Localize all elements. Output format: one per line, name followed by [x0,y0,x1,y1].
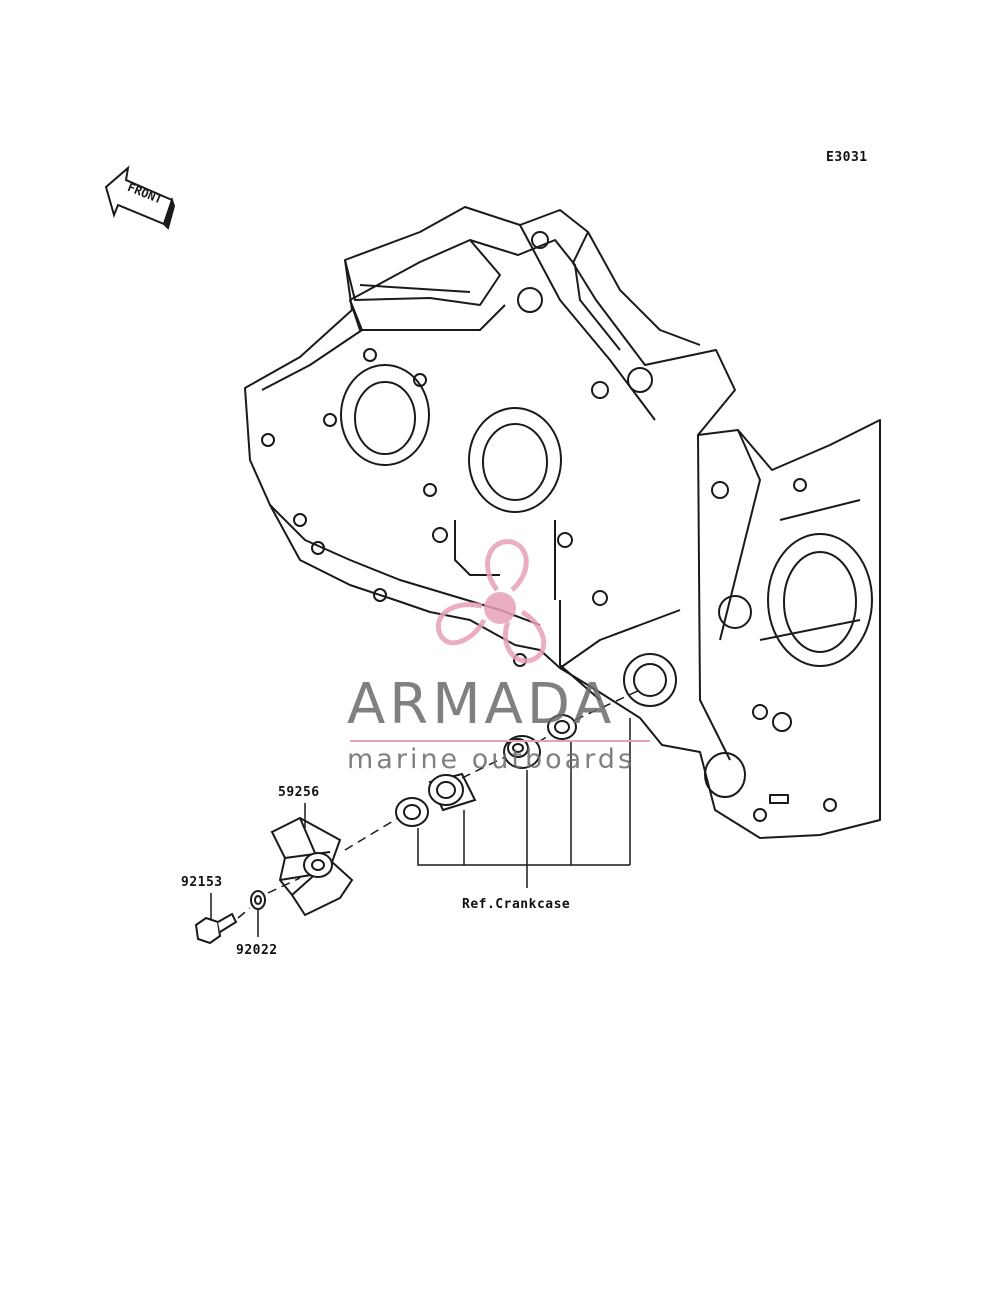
bolt-92153 [194,912,238,945]
watermark-title: ARMADA [347,672,616,737]
part-number-92153: 92153 [181,875,223,890]
front-arrow-icon: FRONT [104,165,176,230]
oil-seal [395,797,429,827]
impeller-59256 [270,816,354,917]
watermark-divider [350,740,650,742]
crankcase-illustration [244,206,881,839]
part-number-92022: 92022 [236,943,278,958]
mechanical-seal [428,772,477,812]
reference-crankcase-label: Ref.Crankcase [462,897,571,912]
diagram-code: E3031 [826,150,868,165]
armada-propeller-logo [435,539,547,664]
seal-large [547,714,577,740]
watermark-subtitle: marine outboards [347,744,636,775]
washer-92022 [250,890,266,910]
leader-lines [210,718,631,937]
part-number-59256: 59256 [278,785,320,800]
bearing [503,735,541,769]
